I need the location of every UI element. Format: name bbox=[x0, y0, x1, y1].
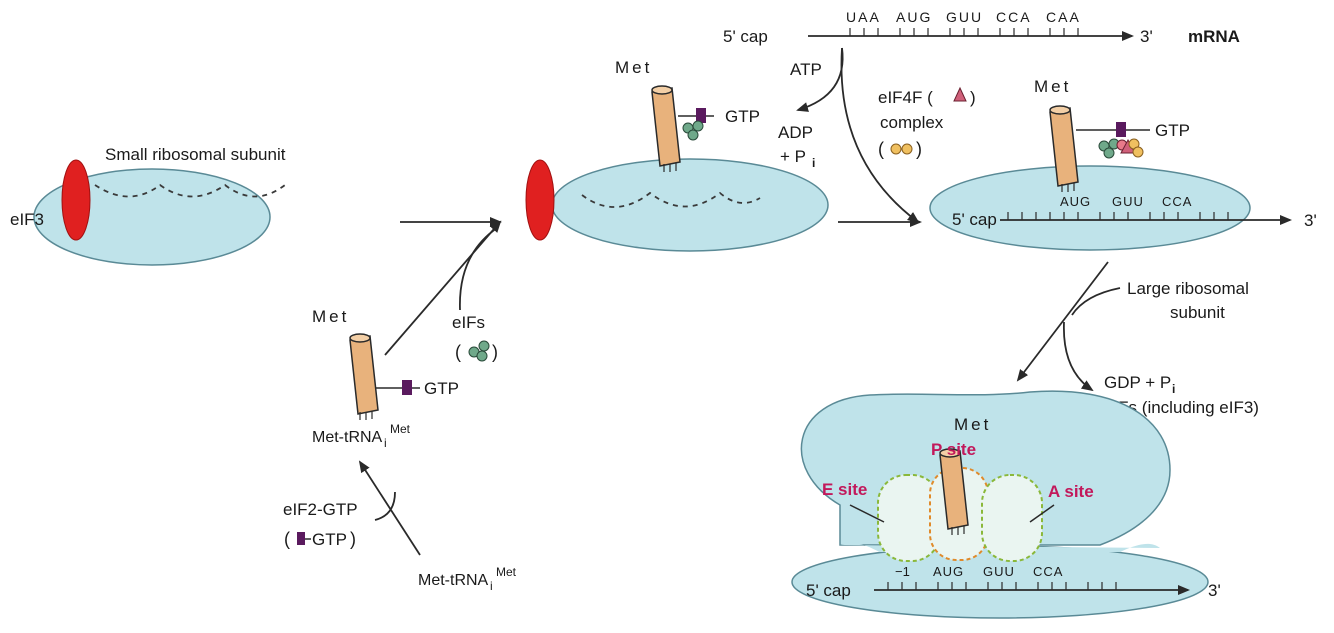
arrow-trna-to-complex bbox=[384, 220, 502, 356]
atp-hydrolysis-arrow bbox=[796, 47, 844, 112]
arrow-scanning-to-80s bbox=[1016, 261, 1109, 382]
met-trna-sup: Met bbox=[390, 422, 411, 436]
eif2-gtp-inner-label: GTP bbox=[312, 530, 347, 549]
mrna-80s-ticks bbox=[887, 582, 1117, 590]
five-cap-scanning: 5' cap bbox=[952, 210, 997, 229]
eif3-label: eIF3 bbox=[10, 210, 44, 229]
eif2-join-curve bbox=[374, 491, 396, 521]
gtp-square-icon bbox=[297, 532, 305, 545]
codon-bottom-1: AUG bbox=[933, 564, 964, 579]
eif4f-yellow-icon-a bbox=[890, 143, 902, 155]
gtp-label-scanning: GTP bbox=[1155, 121, 1190, 140]
codon-bottom-3: CCA bbox=[1033, 564, 1063, 579]
gdp-pi-sub: i bbox=[1172, 382, 1175, 396]
met-trna-label: Met-tRNA i Met bbox=[312, 422, 411, 450]
gtp-label-complex: GTP bbox=[725, 107, 760, 126]
atp-label: ATP bbox=[790, 60, 822, 79]
pi-sub: i bbox=[812, 156, 815, 170]
three-prime-80s: 3' bbox=[1208, 581, 1221, 600]
codon-bottom-0: −1 bbox=[895, 564, 910, 579]
a-site-pocket bbox=[981, 474, 1043, 562]
arrow-charge-trna bbox=[358, 460, 421, 556]
codon-top-3: CCA bbox=[996, 9, 1032, 25]
met-trna-psite bbox=[939, 448, 969, 535]
a-site-label: A site bbox=[1048, 482, 1094, 501]
eif4f-triangle-icon bbox=[953, 86, 967, 102]
eifs-released-label: eIFs (including eIF3) bbox=[1104, 398, 1259, 417]
free-met-trna-sup: Met bbox=[496, 565, 517, 579]
met-trna-bound bbox=[651, 85, 714, 172]
trna-binding-sites-dashed bbox=[94, 183, 286, 198]
eif2-paren-close: ) bbox=[350, 529, 356, 549]
eif2-gtp-label: eIF2-GTP bbox=[283, 500, 358, 519]
complex-label: complex bbox=[880, 113, 944, 132]
codon-mid-1: GUU bbox=[1112, 194, 1144, 209]
met-label-trna: Met bbox=[312, 307, 349, 326]
five-cap-top: 5' cap bbox=[723, 27, 768, 46]
codon-top-2: GUU bbox=[946, 9, 983, 25]
three-prime-top: 3' bbox=[1140, 27, 1153, 46]
large-subunit-line1: Large ribosomal bbox=[1127, 279, 1249, 298]
eif3-factor bbox=[61, 159, 91, 241]
eifs-paren-open: ( bbox=[455, 342, 461, 362]
met-trna-ternary bbox=[349, 333, 420, 420]
met-label-80s: Met bbox=[954, 415, 991, 434]
free-met-trna-sub: i bbox=[490, 579, 493, 593]
eif2-paren-open: ( bbox=[284, 529, 290, 549]
mrna-top-ticks bbox=[849, 28, 1079, 36]
codon-top-1: AUG bbox=[896, 9, 932, 25]
codon-bottom-2: GUU bbox=[983, 564, 1015, 579]
gtp-label-trna: GTP bbox=[424, 379, 459, 398]
eif4f-paren-close: ) bbox=[916, 139, 922, 159]
codon-mid-2: CCA bbox=[1162, 194, 1192, 209]
eifs-join-curve bbox=[459, 227, 498, 311]
free-met-trna-text: Met-tRNA bbox=[418, 572, 489, 589]
free-met-trna-label: Met-tRNA i Met bbox=[418, 565, 517, 593]
gdp-pi-label: GDP + P bbox=[1104, 373, 1171, 392]
met-trna-text: Met-tRNA bbox=[312, 429, 383, 446]
eif4f-label: eIF4F ( bbox=[878, 88, 933, 107]
mrna-label: mRNA bbox=[1188, 27, 1240, 46]
eif3-factor-bound bbox=[525, 159, 555, 241]
codon-top-4: CAA bbox=[1046, 9, 1081, 25]
met-label-scanning: Met bbox=[1034, 77, 1071, 96]
preinitiation-complex bbox=[525, 85, 829, 252]
large-subunit-line2: subunit bbox=[1170, 303, 1225, 322]
eif4f-close: ) bbox=[970, 88, 976, 107]
codon-mid-0: AUG bbox=[1060, 194, 1091, 209]
release-factors-arrow bbox=[1063, 321, 1094, 392]
a-site-pointer bbox=[1029, 504, 1055, 523]
eif4f-yellow-icon-b bbox=[901, 143, 913, 155]
mrna-top bbox=[808, 28, 1134, 41]
met-label-complex: Met bbox=[615, 58, 652, 77]
scanning-complex bbox=[929, 105, 1292, 251]
mrna-binding-arrow bbox=[840, 47, 920, 224]
initiation-80s bbox=[791, 390, 1209, 619]
eifs-paren-close: ) bbox=[492, 342, 498, 362]
plus-pi-label: + P bbox=[780, 147, 806, 166]
small-subunit-label: Small ribosomal subunit bbox=[105, 145, 286, 164]
eifs-cluster-icon bbox=[468, 340, 490, 362]
eif4f-paren-open: ( bbox=[878, 139, 884, 159]
five-cap-80s: 5' cap bbox=[806, 581, 851, 600]
e-site-label: E site bbox=[822, 480, 867, 499]
large-subunit-join-curve bbox=[1071, 287, 1121, 316]
met-trna-sub: i bbox=[384, 436, 387, 450]
adp-label: ADP bbox=[778, 123, 813, 142]
e-site-pointer bbox=[849, 504, 885, 523]
eifs-label: eIFs bbox=[452, 313, 485, 332]
mrna-scanning-ticks bbox=[1007, 212, 1229, 220]
small-subunit-free bbox=[33, 159, 286, 266]
codon-top-0: UAA bbox=[846, 9, 881, 25]
three-prime-scanning: 3' bbox=[1304, 211, 1317, 230]
met-trna-scanning bbox=[1049, 105, 1150, 192]
p-site-label: P site bbox=[931, 440, 976, 459]
